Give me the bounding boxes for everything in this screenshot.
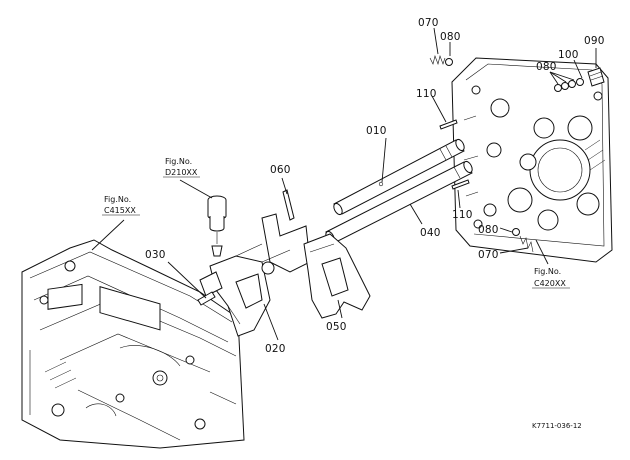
callout-100: 100 [558, 49, 579, 61]
callout-080-top: 080 [440, 31, 461, 43]
callout-070-top: 070 [418, 17, 439, 29]
callout-070-bottom: 070 [478, 249, 499, 261]
spring-070-top [429, 54, 453, 66]
callout-010: 010 [366, 125, 387, 137]
figref-d210-line2: D210XX [165, 168, 198, 177]
figref-c420-line1: Fig.No. [534, 267, 561, 276]
pin-060 [282, 189, 295, 221]
figref-c415-line2: C415XX [104, 206, 136, 215]
shift-fork-050 [303, 233, 371, 319]
plug-090 [587, 67, 605, 87]
callout-030: 030 [145, 249, 166, 261]
callout-040: 040 [420, 227, 441, 239]
figref-c415-line1: Fig.No. [104, 195, 131, 204]
callout-050: 050 [326, 321, 347, 333]
callout-090: 090 [584, 35, 605, 47]
detent-080-070-right [512, 228, 534, 253]
callout-110-bottom: 110 [452, 209, 473, 221]
transmission-cover-right [451, 57, 613, 263]
drawing-code: K7711-036-12 [532, 422, 582, 430]
callout-020: 020 [265, 343, 286, 355]
callout-110-top: 110 [416, 88, 437, 100]
figref-c420-line2: C420XX [534, 279, 566, 288]
detent-plug-d210 [207, 195, 227, 257]
figref-d210-line1: Fig.No. [165, 157, 192, 166]
callout-080-bottom: 080 [478, 224, 499, 236]
pins-110 [439, 119, 470, 190]
balls-080-top [554, 78, 584, 92]
leader-lines [91, 27, 597, 341]
callout-060: 060 [270, 164, 291, 176]
shift-fork-020 [199, 213, 311, 337]
transmission-case-left [21, 239, 245, 449]
pin-030 [197, 291, 216, 306]
callout-labels: 010 020 030 040 050 060 070 080 080 100 … [145, 17, 605, 355]
shift-rod-010 [333, 138, 465, 216]
callout-080-right: 080 [536, 61, 557, 73]
figure-references: Fig.No. D210XX Fig.No. C415XX Fig.No. C4… [102, 157, 570, 289]
